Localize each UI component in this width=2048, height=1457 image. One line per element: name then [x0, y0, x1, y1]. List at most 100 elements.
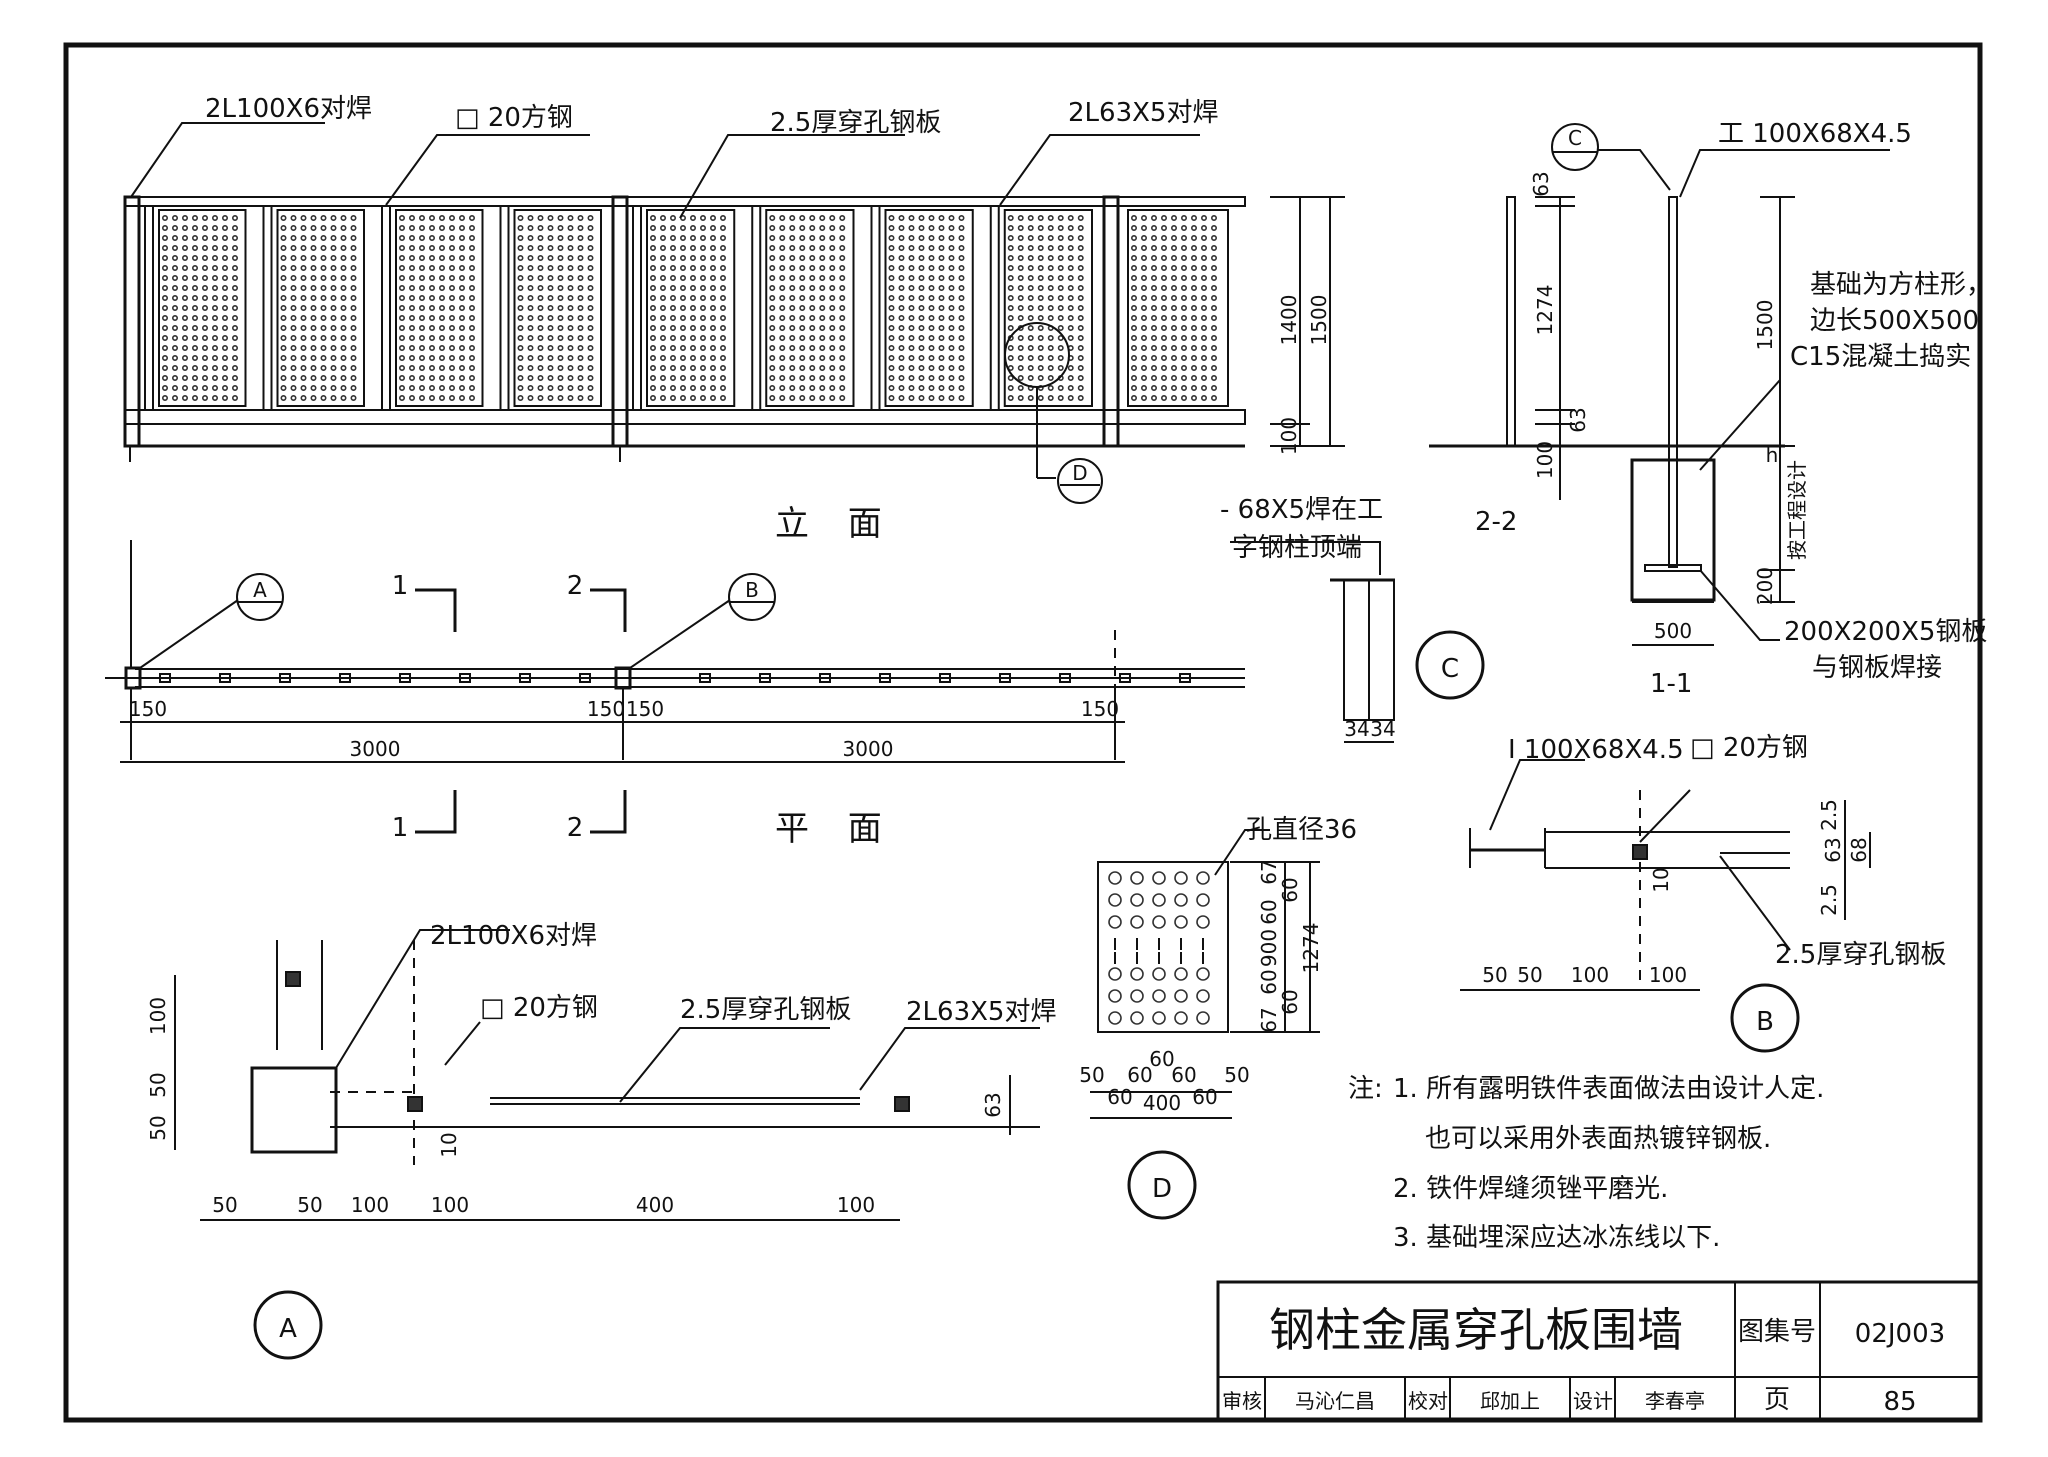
- plan-bar: [519, 673, 531, 683]
- detail-d-dim-v-4: 60: [1257, 969, 1281, 994]
- s22-dim-1274: 1274: [1533, 285, 1557, 336]
- hole: [1130, 989, 1144, 1003]
- detail-d-marker: [1057, 458, 1103, 504]
- detail-b-dim-v-2: 68: [1847, 837, 1871, 862]
- hole: [1152, 871, 1166, 885]
- sheet-border: [63, 42, 1983, 1423]
- plan-dim-3000-a: 3000: [350, 737, 401, 761]
- plan-bar: [159, 673, 171, 683]
- detail-c-marker: [1551, 123, 1599, 171]
- square-bar: [989, 205, 1000, 411]
- hole: [1108, 1011, 1122, 1025]
- section-mark-2-top: 2: [567, 571, 584, 601]
- detail-d-dim-v-3: 900: [1257, 929, 1281, 967]
- square-bar: [144, 205, 154, 411]
- detail-d-dim-v-7: 1274: [1299, 923, 1323, 974]
- detail-c-dim-34-a: 34: [1344, 717, 1369, 741]
- elevation-title: 立 面: [775, 504, 896, 544]
- plan-bar: [879, 673, 891, 683]
- hole: [1196, 893, 1210, 907]
- title-block: 钢柱金属穿孔板围墙 图集号 02J003 页 85 审核 马沁仁昌 校对 邱加上…: [1216, 1280, 1982, 1422]
- s22-dim-100: 100: [1533, 441, 1557, 479]
- hole: [1174, 1011, 1188, 1025]
- s11-callout-plate-2: 与钢板焊接: [1812, 653, 1942, 683]
- detail-a-dim-v-3: 63: [981, 1092, 1005, 1117]
- s11-dim-design: 按工程设计: [1785, 460, 1809, 560]
- plan-bar: [279, 673, 291, 683]
- elev-dim-100: 100: [1277, 417, 1301, 455]
- plan-dim-150-d: 150: [1081, 697, 1119, 721]
- design-label: 设计: [1573, 1389, 1613, 1413]
- hole: [1130, 871, 1144, 885]
- perforated-panel: [884, 209, 974, 407]
- square-bar: [870, 205, 881, 411]
- detail-a-callout-post: 2L100X6对焊: [430, 921, 597, 951]
- detail-b-mark: B: [1756, 1007, 1774, 1037]
- s11-callout-foundation-3: C15混凝土捣实: [1790, 342, 1971, 372]
- detail-c: - 68X5焊在工 字钢柱顶端 34 34 C: [1220, 495, 1485, 743]
- detail-c-callout-1: - 68X5焊在工: [1220, 495, 1383, 525]
- hole: [1174, 915, 1188, 929]
- perforated-panel: [158, 209, 247, 407]
- plan-bar: [1059, 673, 1071, 683]
- detail-d-dim-v-2: 60: [1257, 899, 1281, 924]
- section-1-1: C 工 100X68X4.5 基础为方柱形， 边长500X500 C15混凝土捣…: [1551, 119, 1992, 699]
- detail-b-dim-v-4: 10: [1649, 867, 1673, 892]
- notes: 注: 1. 所有露明铁件表面做法由设计人定. 也可以采用外表面热镀锌钢板. 2.…: [1348, 1074, 1824, 1253]
- plan-bar: [219, 673, 231, 683]
- detail-d: 孔直径36 67 60 60 900 60 60 67 1274 60 60 6…: [1079, 815, 1357, 1220]
- detail-d-dim-bot-3: 50: [1224, 1063, 1249, 1087]
- hole: [1108, 967, 1122, 981]
- hole: [1152, 989, 1166, 1003]
- detail-b-dim-h-2: 100: [1571, 963, 1609, 987]
- s11-dim-200: 200: [1753, 567, 1777, 605]
- review-label: 审核: [1222, 1389, 1262, 1413]
- detail-b-callout-i-beam: I 100X68X4.5: [1508, 735, 1684, 765]
- detail-a: 2L100X6对焊 □ 20方钢 2.5厚穿孔钢板 2L63X5对焊 50 50…: [146, 921, 1056, 1360]
- hole: [1152, 1011, 1166, 1025]
- detail-b-dim-v-1: 63: [1821, 837, 1845, 862]
- square-bar: [262, 205, 273, 411]
- plan-bar: [1119, 673, 1131, 683]
- drawing-title: 钢柱金属穿孔板围墙: [1269, 1303, 1683, 1357]
- hole: [1130, 915, 1144, 929]
- plan-dim-150-c: 150: [626, 697, 664, 721]
- plan-bar: [339, 673, 351, 683]
- elev-dim-1400: 1400: [1277, 295, 1301, 346]
- plan-bar: [1179, 673, 1191, 683]
- hole: [1130, 893, 1144, 907]
- perforated-panel: [276, 209, 365, 407]
- elev-callout-perforated-plate: 2.5厚穿孔钢板: [770, 108, 941, 138]
- detail-b-marker: [728, 573, 776, 621]
- detail-d-dim-v-0: 67: [1257, 859, 1281, 884]
- detail-c-callout-2: 字钢柱顶端: [1232, 533, 1362, 563]
- square-bar: [751, 205, 762, 411]
- detail-d-marker-label: D: [1072, 461, 1087, 485]
- hole: [1174, 967, 1188, 981]
- detail-b-dim-h-3: 100: [1649, 963, 1687, 987]
- hole: [1152, 915, 1166, 929]
- s11-dim-1500: 1500: [1753, 300, 1777, 351]
- detail-a-dim-v-2: 50: [146, 1115, 170, 1140]
- section-mark-1-bottom: 1: [392, 813, 409, 843]
- note-1: 1. 所有露明铁件表面做法由设计人定.: [1393, 1074, 1824, 1104]
- check-signature: 邱加上: [1480, 1389, 1540, 1413]
- plan-bar: [819, 673, 831, 683]
- plan-bar: [699, 673, 711, 683]
- perforated-panel: [1003, 209, 1093, 407]
- detail-d-dim-v-5: 60: [1278, 989, 1302, 1014]
- section-mark-2-bottom: 2: [567, 813, 584, 843]
- detail-b-dim-v-3: 2.5: [1817, 884, 1841, 916]
- detail-a-callout-plate: 2.5厚穿孔钢板: [680, 995, 851, 1025]
- square-bar: [632, 205, 642, 411]
- plan-bar: [579, 673, 591, 683]
- perforated-panel: [1127, 209, 1229, 407]
- section-2-2-title: 2-2: [1475, 507, 1517, 537]
- page-label: 页: [1764, 1385, 1790, 1415]
- detail-d-dim-bot-2: 60: [1192, 1085, 1217, 1109]
- detail-c-mark: C: [1441, 654, 1459, 684]
- hole: [1196, 915, 1210, 929]
- detail-a-dim-h-2: 100: [351, 1193, 389, 1217]
- detail-a-dim-h-0: 50: [212, 1193, 237, 1217]
- detail-d-dim-v-6: 67: [1257, 1007, 1281, 1032]
